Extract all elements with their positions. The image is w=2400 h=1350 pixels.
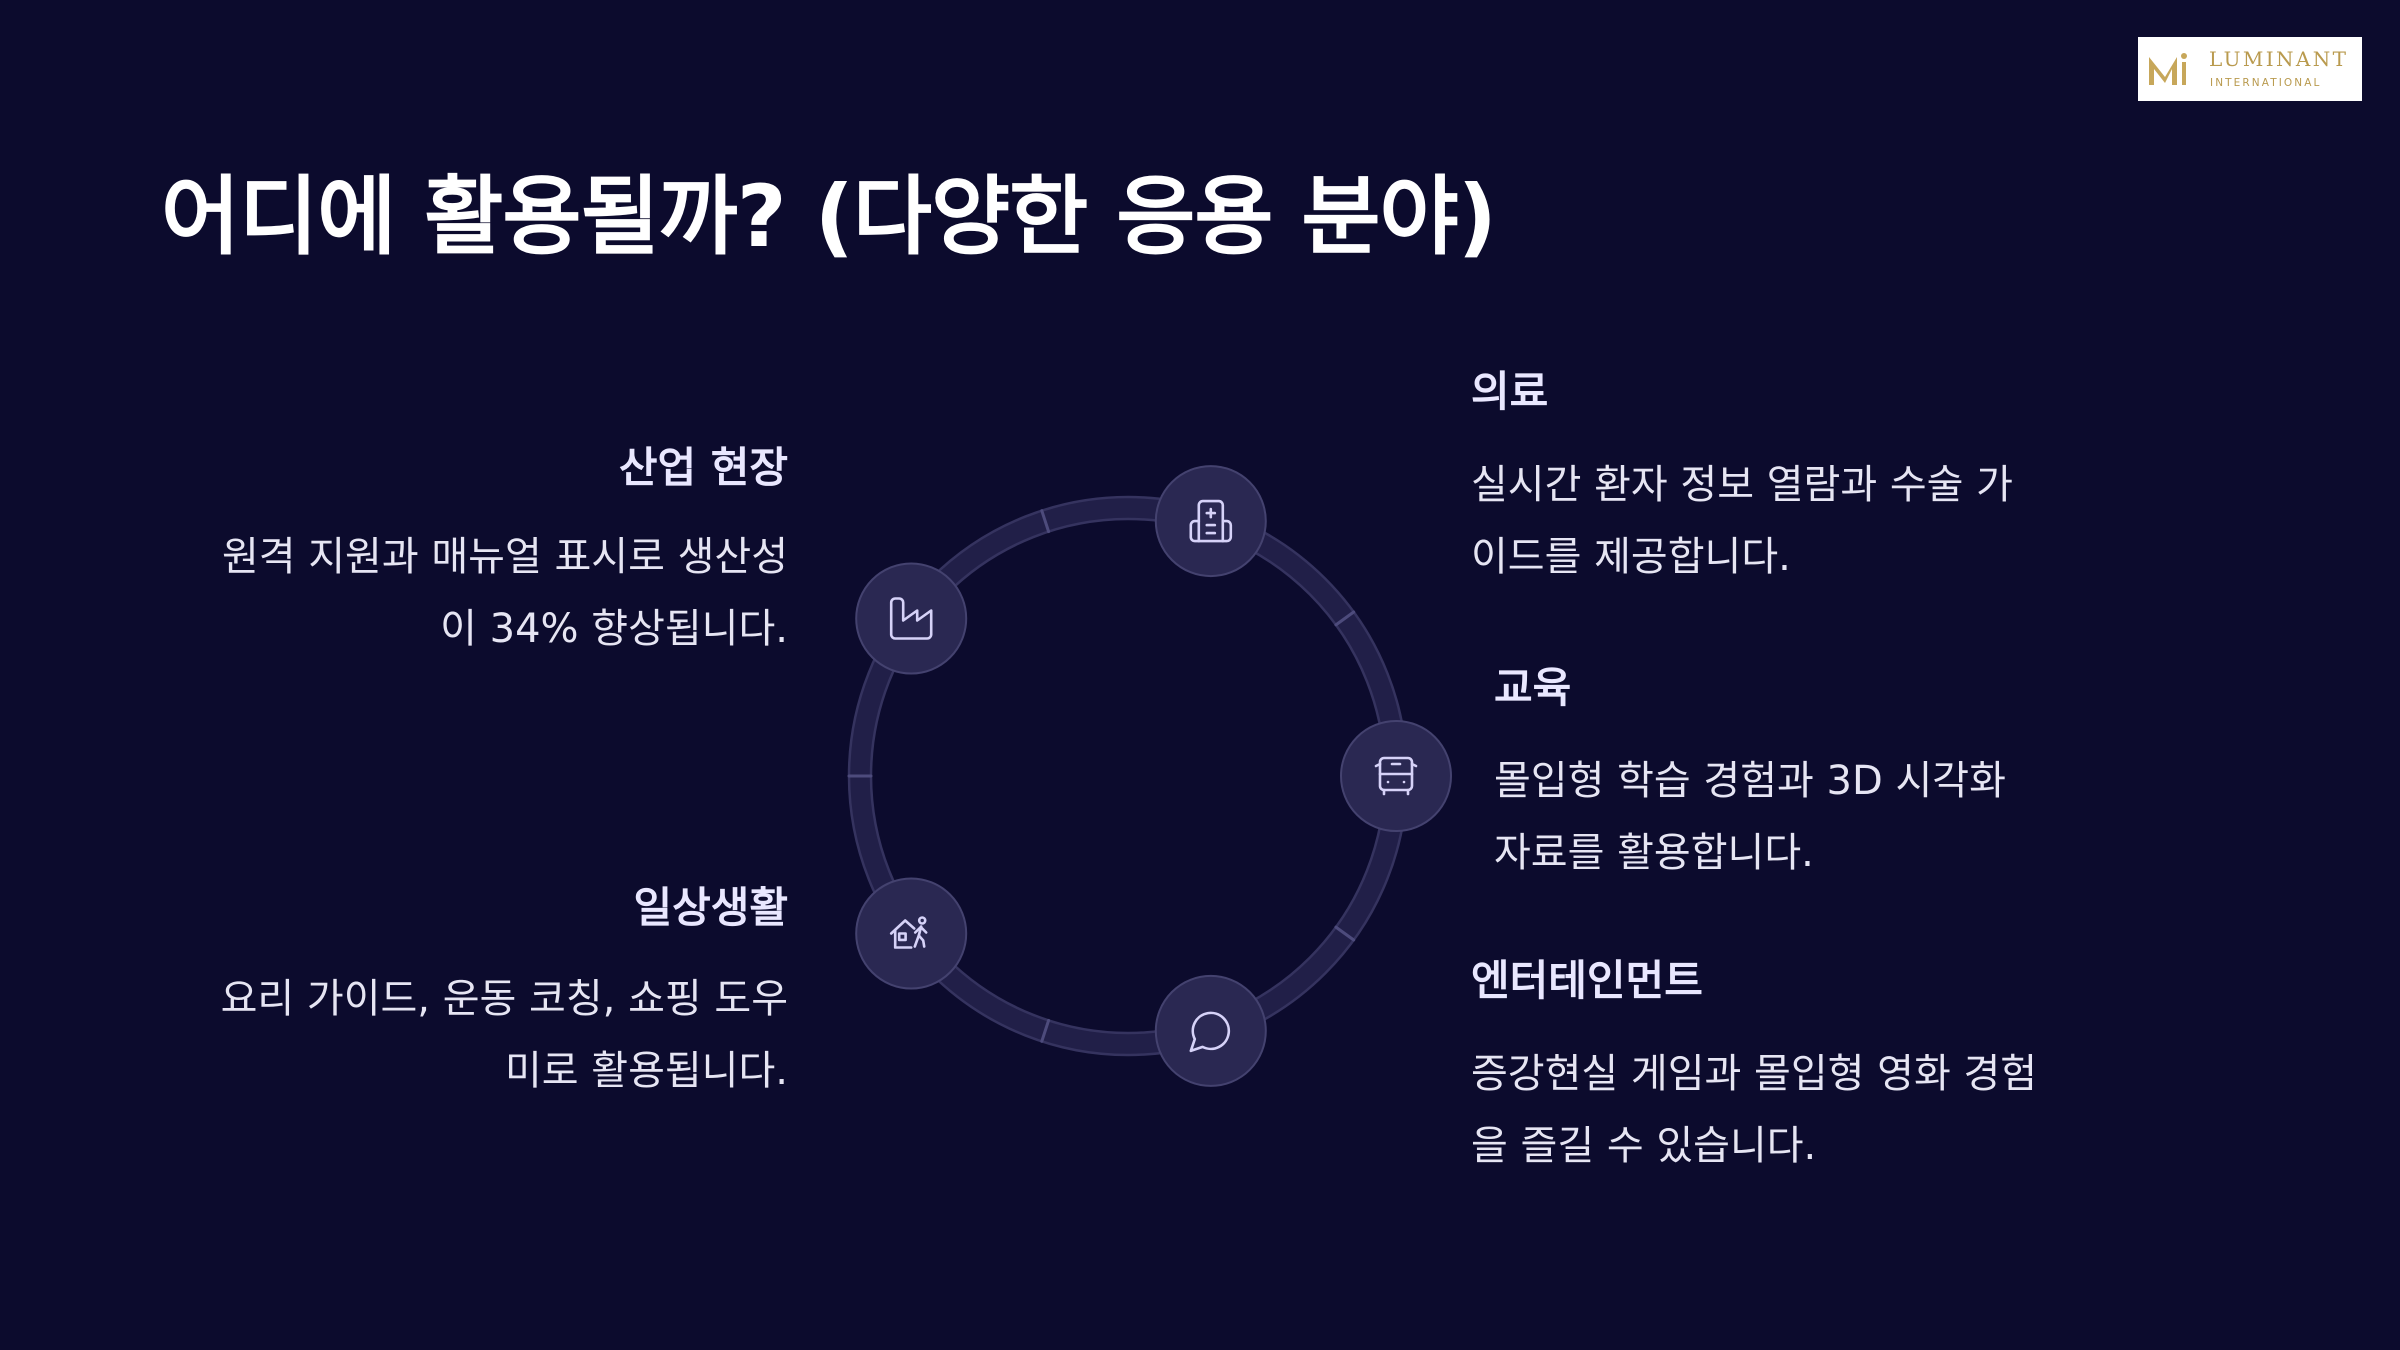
- daily-life-description-line: 요리 가이드, 운동 코칭, 쇼핑 도우: [220, 976, 788, 1022]
- education-description: 몰입형 학습 경험과 3D 시각화 자료를 활용합니다.: [1494, 745, 2006, 889]
- education-description-line: 자료를 활용합니다.: [1494, 830, 1814, 876]
- node-education: [1340, 720, 1452, 832]
- chat-bubble-icon: [1189, 1011, 1231, 1053]
- entertainment-description-line: 을 즐길 수 있습니다.: [1471, 1123, 1817, 1169]
- medical-heading: 의료: [1471, 367, 1549, 416]
- factory-icon: [889, 597, 933, 640]
- education-description-line: 몰입형 학습 경험과 3D 시각화: [1494, 758, 2006, 804]
- ring-tick: [1040, 509, 1051, 534]
- ring-tick: [1040, 1018, 1051, 1043]
- medical-description-line: 이드를 제공합니다.: [1471, 534, 1791, 580]
- ring-tick: [1334, 925, 1356, 942]
- page-title: 어디에 활용될까? (다양한 응용 분야): [161, 167, 1497, 267]
- bus-icon: [1374, 756, 1418, 796]
- node-industry: [855, 562, 968, 675]
- industry-description-line: 이 34% 향상됩니다.: [440, 606, 788, 652]
- entertainment-heading: 엔터테인먼트: [1471, 956, 1703, 1005]
- ring-ticks: [847, 509, 1356, 1043]
- entertainment-description: 증강현실 게임과 몰입형 영화 경험 을 즐길 수 있습니다.: [1471, 1038, 2037, 1182]
- company-logo: LUMINANT INTERNATIONAL: [2138, 37, 2362, 101]
- daily-life-description: 요리 가이드, 운동 코칭, 쇼핑 도우 미로 활용됩니다.: [221, 963, 788, 1107]
- medical-description: 실시간 환자 정보 열람과 수술 가 이드를 제공합니다.: [1471, 449, 2013, 593]
- logo-mark-icon: [2149, 53, 2187, 85]
- node-medical: [1154, 465, 1267, 578]
- industry-description: 원격 지원과 매뉴얼 표시로 생산성 이 34% 향상됩니다.: [222, 521, 788, 665]
- industry-heading: 산업 현장: [618, 443, 788, 492]
- daily-life-description-line: 미로 활용됩니다.: [504, 1048, 788, 1094]
- ring-tick: [1334, 610, 1356, 627]
- hospital-icon: [1189, 499, 1233, 543]
- node-daily-life: [855, 877, 968, 990]
- cycle-ring: [847, 495, 1409, 1057]
- node-entertainment: [1154, 974, 1267, 1087]
- education-heading: 교육: [1494, 663, 1572, 712]
- industry-description-line: 원격 지원과 매뉴얼 표시로 생산성: [221, 534, 788, 580]
- entertainment-description-line: 증강현실 게임과 몰입형 영화 경험: [1471, 1051, 2038, 1097]
- logo-subtitle: INTERNATIONAL: [2210, 77, 2322, 89]
- daily-life-heading: 일상생활: [633, 883, 788, 932]
- logo-name: LUMINANT: [2209, 47, 2349, 71]
- medical-description-line: 실시간 환자 정보 열람과 수술 가: [1471, 462, 2013, 508]
- house-walking-person-icon: [889, 916, 928, 949]
